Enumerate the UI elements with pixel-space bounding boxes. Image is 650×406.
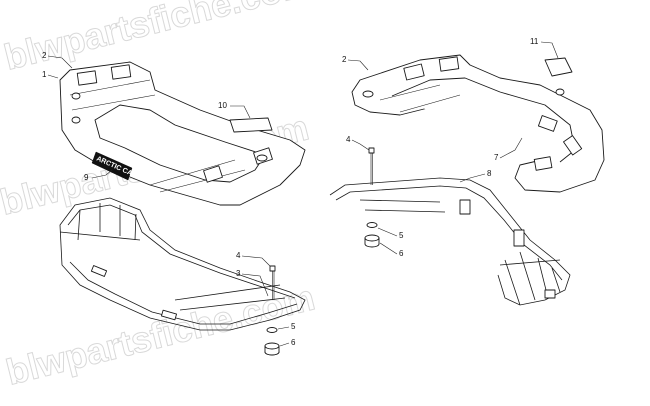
callouts: 1 2 2 3 4 4 5 5 6 6 7 8 9 bbox=[42, 37, 559, 347]
decal-11 bbox=[544, 57, 573, 77]
rear-tube-frame bbox=[329, 177, 571, 306]
callout-4-left: 4 bbox=[236, 251, 241, 260]
callout-8: 8 bbox=[487, 169, 492, 178]
front-rack: ARCTIC CAT bbox=[59, 61, 306, 206]
bolt-right bbox=[368, 147, 375, 185]
watermark-group: blwpartsfiche.com blwpartsfiche.com blwp… bbox=[0, 0, 319, 393]
callout-5-left: 5 bbox=[291, 322, 296, 331]
callout-10: 10 bbox=[218, 101, 227, 110]
watermark-bottom: blwpartsfiche.com bbox=[2, 277, 319, 393]
callout-2-left: 2 bbox=[42, 51, 47, 60]
bolt-left bbox=[269, 265, 276, 300]
callout-11: 11 bbox=[530, 37, 539, 46]
callout-6-right: 6 bbox=[399, 249, 404, 258]
grommet-left bbox=[264, 342, 280, 356]
grommet-right bbox=[364, 234, 380, 248]
washer-left bbox=[266, 327, 278, 333]
watermark-top: blwpartsfiche.com bbox=[0, 0, 317, 78]
callout-2-right: 2 bbox=[342, 55, 347, 64]
callout-6-left: 6 bbox=[291, 338, 296, 347]
callout-1: 1 bbox=[42, 70, 47, 79]
callout-3: 3 bbox=[236, 269, 241, 278]
callout-5-right: 5 bbox=[399, 231, 404, 240]
rear-rack bbox=[351, 54, 605, 193]
washer-right bbox=[366, 222, 378, 228]
callout-9: 9 bbox=[84, 173, 89, 182]
front-bumper-frame bbox=[59, 197, 306, 331]
callout-4-right: 4 bbox=[346, 135, 351, 144]
decal-10 bbox=[229, 117, 273, 133]
arctic-cat-decal bbox=[91, 151, 133, 181]
callout-7: 7 bbox=[494, 153, 499, 162]
